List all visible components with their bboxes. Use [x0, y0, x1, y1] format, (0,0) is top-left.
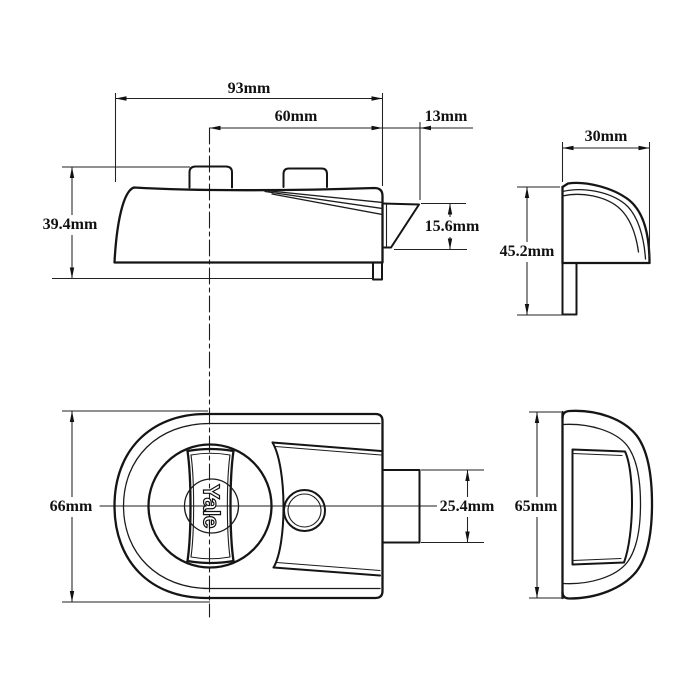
profile-view: 65mm — [512, 409, 654, 600]
dim-end-depth: 30mm — [561, 128, 651, 257]
dim-label-backset: 60mm — [275, 108, 318, 125]
front-body-inner-line — [122, 422, 381, 590]
front-view: Yale 66mm 25.4mm — [47, 410, 497, 603]
end-view: 30mm 45.2mm — [498, 128, 651, 316]
dim-side-bolt-projection: 13mm — [382, 108, 473, 200]
side-mount-tail — [372, 261, 383, 281]
profile-inner-outline — [561, 423, 642, 585]
front-screw-hole-inner — [287, 493, 322, 528]
dim-side-overall-width: 93mm — [114, 80, 384, 186]
dim-label-overall-width: 93mm — [228, 80, 271, 97]
side-knob-front — [188, 165, 233, 189]
side-latch-bolt — [381, 202, 420, 249]
profile-panel-accent-top — [571, 452, 623, 457]
dim-profile-height: 65mm — [512, 411, 566, 599]
profile-panel-accent-bottom — [571, 557, 622, 562]
dim-front-height: 66mm — [47, 410, 210, 603]
side-elevation-view: 93mm 60mm 13mm 39.4mm — [42, 80, 480, 618]
profile-outer-outline — [561, 409, 654, 600]
dim-label-front-bolt-width: 25.4mm — [440, 498, 495, 515]
dim-label-bolt-height: 15.6mm — [425, 218, 480, 235]
dim-label-overall-height: 39.4mm — [43, 216, 98, 233]
end-mount-tail — [561, 262, 578, 316]
profile-case-panel — [571, 448, 633, 566]
dim-side-overall-height: 39.4mm — [42, 166, 373, 280]
front-body-outline — [113, 412, 384, 600]
side-body-outline — [113, 186, 384, 264]
dim-side-bolt-height: 15.6mm — [394, 202, 480, 251]
dim-label-bolt-projection: 13mm — [425, 108, 468, 125]
dim-label-front-height: 66mm — [50, 498, 93, 515]
front-latch-bolt — [381, 469, 421, 544]
end-cap-inner — [561, 193, 640, 253]
front-screw-hole-outer — [283, 489, 326, 532]
end-cap-outer — [561, 181, 651, 265]
brand-logo-text: Yale — [199, 484, 225, 528]
front-case-panel — [271, 441, 382, 577]
dim-end-height: 45.2mm — [498, 186, 577, 316]
dim-label-end-depth: 30mm — [585, 128, 628, 145]
dim-front-bolt-width: 25.4mm — [421, 469, 497, 544]
dim-side-backset: 60mm — [209, 108, 383, 131]
side-case-taper-lines — [264, 189, 384, 216]
dim-label-profile-height: 65mm — [515, 498, 558, 515]
front-thumbturn-knob: Yale — [183, 447, 240, 565]
dim-label-end-height: 45.2mm — [500, 243, 555, 260]
front-rose-ring — [147, 443, 273, 569]
end-cap-mid — [561, 189, 647, 260]
front-knob-boss-circle — [183, 478, 240, 534]
side-knob-snib — [282, 167, 328, 188]
